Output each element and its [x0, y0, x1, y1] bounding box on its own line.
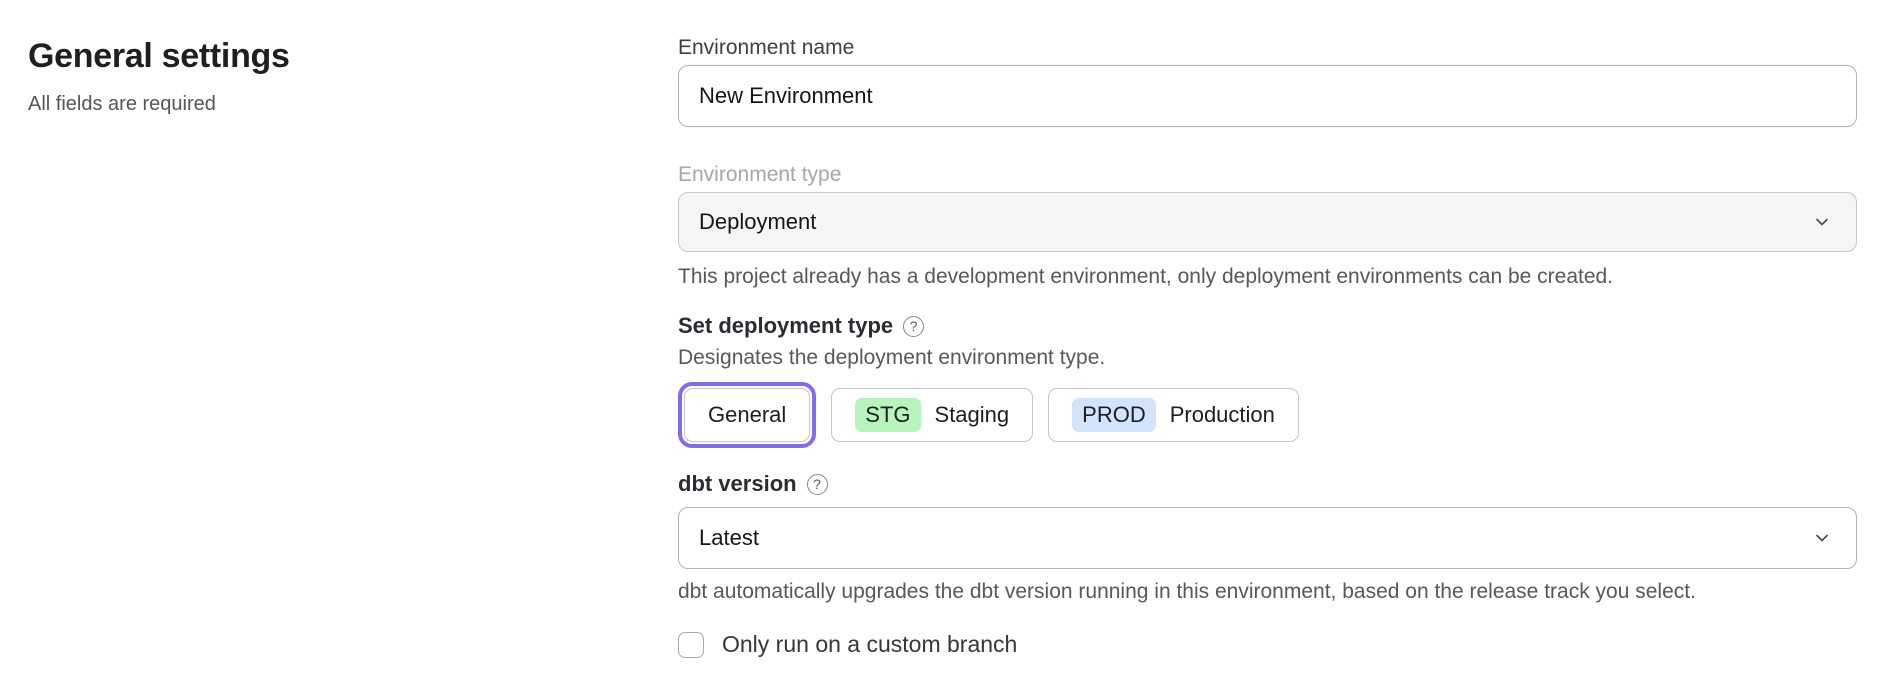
page-subtitle: All fields are required [28, 93, 216, 115]
deployment-type-general-button[interactable]: General [684, 387, 811, 442]
custom-branch-checkbox[interactable] [678, 631, 704, 658]
dbt-version-select[interactable]: Latest [678, 507, 1857, 569]
selected-option-ring: General [678, 381, 817, 448]
help-icon[interactable]: ? [903, 315, 925, 337]
dbt-version-heading-text: dbt version [678, 471, 797, 496]
chevron-down-icon [1812, 212, 1832, 232]
deployment-type-options: General STG Staging PROD Production [678, 381, 1857, 448]
staging-button-label: Staging [934, 401, 1010, 427]
deployment-type-production-button[interactable]: PROD Production [1048, 387, 1299, 442]
general-button-label: General [708, 401, 787, 427]
dbt-version-value: Latest [699, 525, 759, 550]
deployment-type-heading: Set deployment type ? [678, 315, 1857, 337]
environment-form: Environment name Environment type Deploy… [678, 0, 1857, 658]
prod-badge: PROD [1072, 397, 1156, 432]
settings-intro: General settings All fields are required [28, 37, 588, 116]
environment-type-select[interactable]: Deployment [678, 192, 1857, 252]
dbt-version-heading: dbt version ? [678, 473, 1857, 495]
environment-type-helper: This project already has a development e… [678, 265, 1614, 288]
dbt-version-helper: dbt automatically upgrades the dbt versi… [678, 580, 1696, 603]
deployment-type-heading-text: Set deployment type [678, 313, 894, 338]
environment-name-label: Environment name [678, 36, 855, 59]
help-icon[interactable]: ? [806, 473, 828, 495]
custom-branch-row: Only run on a custom branch [678, 631, 1857, 658]
production-button-label: Production [1169, 401, 1275, 427]
deployment-type-description: Designates the deployment environment ty… [678, 346, 1106, 369]
environment-type-value: Deployment [699, 209, 817, 234]
environment-type-label: Environment type [678, 163, 842, 186]
chevron-down-icon [1812, 528, 1832, 548]
environment-name-input[interactable] [678, 65, 1857, 127]
page-title: General settings [28, 37, 290, 75]
custom-branch-label: Only run on a custom branch [722, 631, 1018, 657]
deployment-type-staging-button[interactable]: STG Staging [831, 387, 1034, 442]
stg-badge: STG [855, 397, 921, 432]
